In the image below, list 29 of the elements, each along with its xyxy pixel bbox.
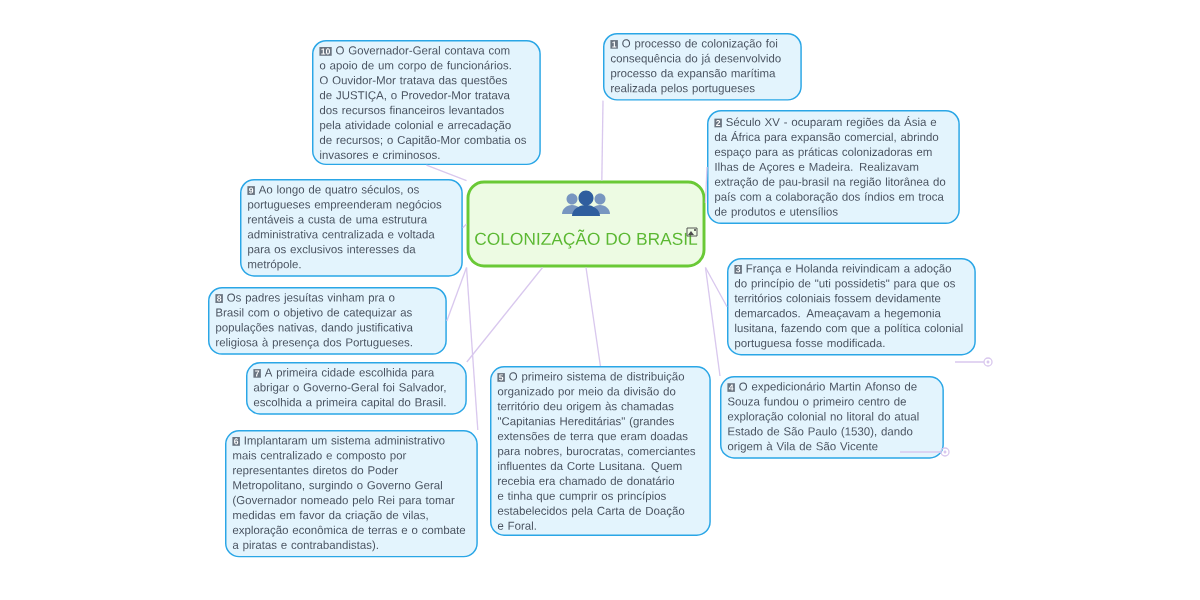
branch-line [704, 166, 708, 204]
number-badge: 8 [215, 294, 223, 303]
topic-box: 4 O expedicionário Martin Afonso de Souza fundou o primeiro centro de exploração colonial no litoral do atual Estado de São Paulo (1530), dando origem à Vila de São Vicente [720, 376, 944, 459]
branch-line [704, 266, 728, 308]
topic-box: 3 França e Holanda reivindicam a adoção do princípio de "uti possidetis" para que os territórios coloniais fossem devidamente demarcados. Ameaçavam a hegemonia lusitana, fazendo com que a política colonial portuguesa fosse modificada. [727, 258, 976, 356]
topic-box: 6 Implantaram um sistema administrativo mais centralizado e composto por representantes diretos do Poder Metropolitano, surgindo o Governo Geral (Governador nomeado pelo Rei para tomar medidas em favor da criação de vilas, exploração econômica de terras e o combate a piratas e contrabandistas). [225, 430, 478, 558]
number-badge: 6 [232, 437, 240, 446]
branch-line [585, 266, 602, 367]
topic-box: 9 Ao longo de quatro séculos, os portugueses empreenderam negócios rentáveis a custa de uma estrutura administrativa centralizada e voltada para os exclusivos interesses da metrópole. [240, 179, 463, 277]
number-badge: 1 [610, 40, 618, 49]
topic-box: 10 O Governador-Geral contava com o apoio de um corpo de funcionários. O Ouvidor-Mor tratava das questões de JUSTIÇA, o Provedor-Mor tratava dos recursos financeiros levantados pela atividade colonial e arrecadação de recursos; o Capitão-Mor combatia os invasores e criminosos. [312, 40, 541, 166]
branch-line [601, 99, 604, 182]
number-badge: 10 [319, 47, 332, 56]
branch-line [446, 266, 468, 322]
topic-box: 2 Século XV - ocuparam regiões da Ásia e da África para expansão comercial, abrindo espaço para as práticas colonizadoras em Ilhas de Açores e Madeira. Realizavam extração de pau-brasil na região litorânea do país com a colaboração dos índios em troca de produtos e utensílios [707, 110, 960, 225]
number-badge: 9 [247, 186, 255, 195]
number-badge: 3 [734, 265, 742, 274]
number-badge: 4 [727, 383, 735, 392]
number-badge: 5 [497, 373, 505, 382]
number-badge: 7 [253, 369, 261, 378]
branch-line [466, 266, 544, 363]
number-badge: 2 [714, 118, 722, 128]
topic-box: 7 A primeira cidade escolhida para abrigar o Governo-Geral foi Salvador, escolhida a primeira capital do Brasil. [246, 362, 467, 415]
branch-line [704, 266, 721, 377]
topic-box: 5 O primeiro sistema de distribuição organizado por meio da divisão do território deu origem às chamadas "Capitanias Hereditárias" (grandes extensões de terra que eram doadas para nobres, burocratas, comerciantes influentes da Corte Lusitana. Quem recebia era chamado de donatário e tinha que cumprir os princípios estabelecidos pela Carta de Doação e Foral. [490, 366, 711, 536]
branch-line [462, 223, 468, 229]
topic-box: 1 O processo de colonização foi consequência do já desenvolvido processo da expansão marítima realizada pelos portugueses [603, 33, 802, 101]
topic-box: 8 Os padres jesuítas vinham pra o Brasil com o objetivo de catequizar as populações nativas, dando justificativa religiosa à presença dos Portugueses. [208, 287, 447, 355]
central-topic-box: COLONIZAÇÃO DO BRASIL [466, 180, 706, 268]
